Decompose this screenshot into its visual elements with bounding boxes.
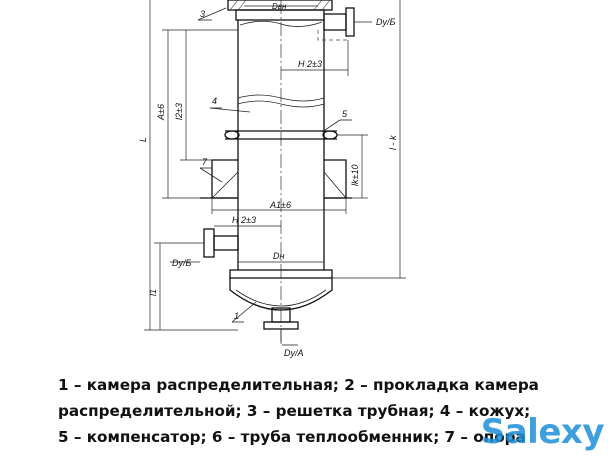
bottom-chamber: [229, 269, 333, 342]
support-left: [200, 159, 239, 199]
label-l-k: l - k: [388, 135, 398, 150]
support-right: [323, 159, 352, 199]
top-right-nozzle: [317, 7, 372, 41]
part-number-7: 7: [202, 157, 208, 167]
label-l2-tol: l2±3: [174, 103, 184, 120]
part-number-3: 3: [200, 9, 205, 19]
leader-lines: [170, 7, 352, 346]
label-dbh: Dвн: [272, 2, 287, 11]
label-a-tol: A±6: [156, 104, 166, 121]
parts-legend: 1 – камера распределительная; 2 – прокла…: [58, 372, 588, 450]
label-dya: Dy/A: [284, 348, 304, 358]
heat-exchanger-drawing: Dвн Dy/Б H 2±3 A±6 l2±3 L l - k lk±10 A1…: [138, 0, 406, 358]
label-a1: A1±6: [269, 200, 291, 210]
dimension-lines: [144, 0, 406, 331]
label-dyb-top: Dy/Б: [376, 17, 396, 27]
part-number-1: 1: [234, 311, 239, 321]
label-l-total: L: [138, 137, 148, 142]
label-h2-bottom: H 2±3: [232, 215, 256, 225]
part-number-4: 4: [212, 96, 217, 106]
label-l1: l1: [148, 289, 158, 296]
legend-line-1: 1 – камера распределительная; 2 – прокла…: [58, 376, 539, 394]
legend-line-2: распределительной; 3 – решетка трубная; …: [58, 402, 531, 420]
bottom-left-nozzle: [180, 228, 239, 258]
label-lk: lk±10: [350, 165, 360, 186]
part-number-5: 5: [342, 109, 348, 119]
compensator: [224, 130, 338, 140]
salexy-watermark: Salexy: [480, 412, 605, 452]
shell: [237, 20, 325, 270]
label-dn: Dн: [273, 251, 284, 261]
legend-line-3: 5 – компенсатор; 6 – труба теплообменник…: [58, 428, 526, 446]
label-dyb-bottom: Dy/Б: [172, 258, 192, 268]
label-h2-top: H 2±3: [298, 59, 322, 69]
